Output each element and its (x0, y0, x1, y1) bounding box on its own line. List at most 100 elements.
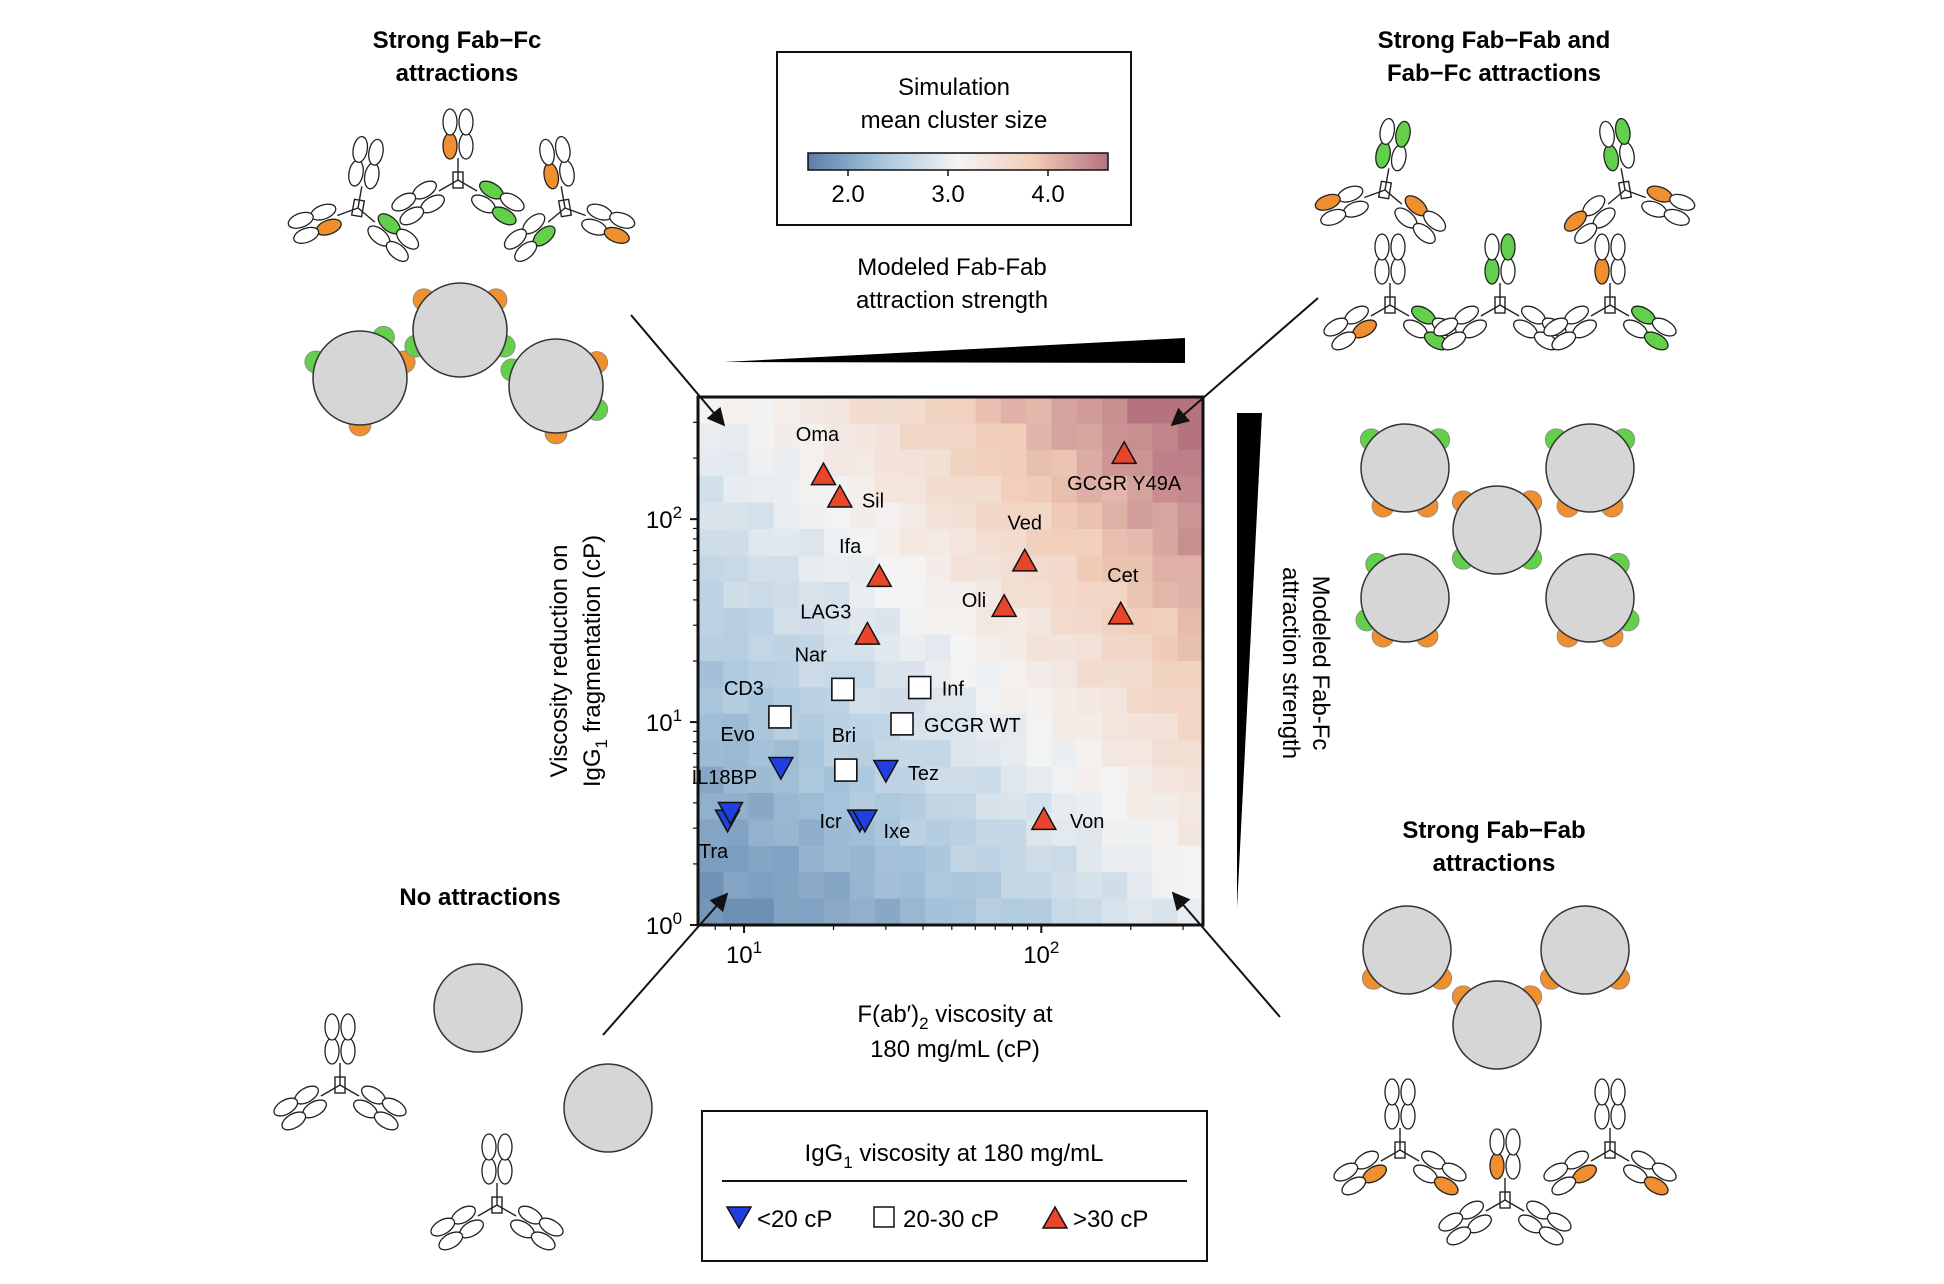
heatmap-cell (950, 476, 977, 504)
heatmap-cell (1127, 529, 1154, 556)
legend-title-part1: IgG (805, 1140, 844, 1167)
heatmap-cell (950, 608, 977, 636)
antibody-arm (1438, 1199, 1506, 1246)
x-axis-label-sub: 2 (919, 1014, 928, 1033)
antibody-cluster-illustration (1314, 117, 1696, 351)
domain (1594, 257, 1610, 285)
heatmap-cell (799, 898, 825, 925)
domain (1446, 1226, 1472, 1246)
sphere-body (1362, 905, 1452, 995)
antibody-arm (442, 108, 474, 180)
antibody-cluster-illustration (287, 108, 636, 262)
panel-top-left-title-line2: attractions (396, 60, 519, 87)
antibody-arm (1399, 1149, 1467, 1196)
heatmap-cell (1076, 713, 1103, 741)
sphere (1544, 423, 1636, 518)
heatmap-cell (748, 608, 775, 636)
colorbar-frame (776, 51, 1132, 226)
heatmap-cell (900, 529, 926, 556)
domain (1669, 193, 1696, 211)
domain (1643, 1176, 1669, 1196)
heatmap-cell (1102, 740, 1128, 768)
antibody-arm (1563, 189, 1626, 244)
heatmap-cell (874, 397, 901, 424)
heatmap-cell (773, 423, 800, 451)
domain (324, 1037, 340, 1065)
marker-mid-viscosity (834, 758, 858, 782)
linker (339, 1084, 360, 1097)
antibody-arm (1599, 117, 1635, 191)
antibody-arm (324, 1013, 356, 1085)
x-tick-label: 101 (726, 938, 762, 969)
domain (1543, 1162, 1569, 1182)
domain (609, 211, 636, 229)
heatmap-cell (975, 713, 1002, 741)
antibody-arm (1384, 189, 1447, 244)
legend-label-high: >30 cP (1073, 1206, 1148, 1233)
marker-low-viscosity (851, 809, 879, 834)
heatmap-cell (748, 898, 775, 925)
panel-top-right-title-line2: Fab−Fc attractions (1387, 60, 1601, 87)
heatmap-cell (874, 634, 901, 662)
heatmap-cell (900, 423, 926, 451)
heatmap-cell (1076, 661, 1103, 688)
heatmap-cell (925, 740, 952, 768)
colorbar-tick-label: 2.0 (831, 181, 864, 208)
heatmap-cell (1127, 661, 1154, 688)
linker (496, 1204, 517, 1217)
heatmap-cell (1152, 423, 1179, 451)
heatmap-cell (799, 740, 825, 768)
heatmap-cell (1127, 476, 1154, 504)
heatmap-cell (900, 634, 926, 662)
antibody-arm (1543, 1149, 1611, 1196)
heatmap (698, 397, 1203, 925)
heatmap-cell (748, 423, 775, 451)
marker-high-viscosity (1110, 440, 1138, 465)
heatmap-cell (1026, 529, 1053, 556)
point-label: Cet (1107, 565, 1139, 587)
heatmap-cell (874, 687, 901, 715)
antibody-arm (539, 135, 575, 209)
sphere-body (508, 338, 604, 434)
linker (357, 207, 376, 223)
heatmap-cell (925, 898, 952, 925)
heatmap-cell (1026, 898, 1053, 925)
heatmap-cell (950, 687, 977, 715)
heatmap-cell (1051, 476, 1078, 504)
domain (554, 135, 571, 164)
heatmap-cell (1001, 502, 1027, 530)
svg-text:F(ab′)2 viscosity at: F(ab′)2 viscosity at (857, 1001, 1053, 1033)
heatmap-cell (975, 581, 1002, 609)
antibody-arm (481, 1133, 513, 1205)
domain (514, 240, 538, 262)
heatmap-cell (874, 449, 901, 477)
heatmap-cell (1177, 713, 1203, 741)
heatmap-cell (950, 898, 977, 925)
domain (1551, 331, 1577, 351)
heatmap-cell (1152, 502, 1179, 530)
linker (438, 179, 459, 192)
linker (320, 1084, 341, 1097)
marker-high-viscosity (1030, 806, 1058, 831)
heatmap-cell (1127, 898, 1154, 925)
heatmap-cell (1127, 793, 1154, 820)
fab-fab-label-line2: attraction strength (856, 287, 1048, 314)
domain (348, 159, 364, 187)
heatmap-cell (1177, 449, 1203, 477)
heatmap-cell (1051, 687, 1078, 715)
marker-low-viscosity (767, 756, 795, 781)
sphere (404, 282, 516, 378)
legend-marker-mid (873, 1206, 895, 1228)
heatmap-cell (925, 476, 952, 504)
sphere-body (1360, 423, 1450, 513)
legend-title-sub: 1 (843, 1153, 852, 1172)
domain (1400, 1078, 1416, 1106)
domain (340, 1037, 356, 1065)
heatmap-cell (799, 423, 825, 451)
svg-text:IgG1 viscosity at 180 mg/mL: IgG1 viscosity at 180 mg/mL (805, 1140, 1104, 1172)
heatmap-cell (799, 397, 825, 424)
heatmap-cell (1152, 529, 1179, 556)
heatmap-cell (900, 793, 926, 820)
marker-high-viscosity (1107, 600, 1134, 625)
